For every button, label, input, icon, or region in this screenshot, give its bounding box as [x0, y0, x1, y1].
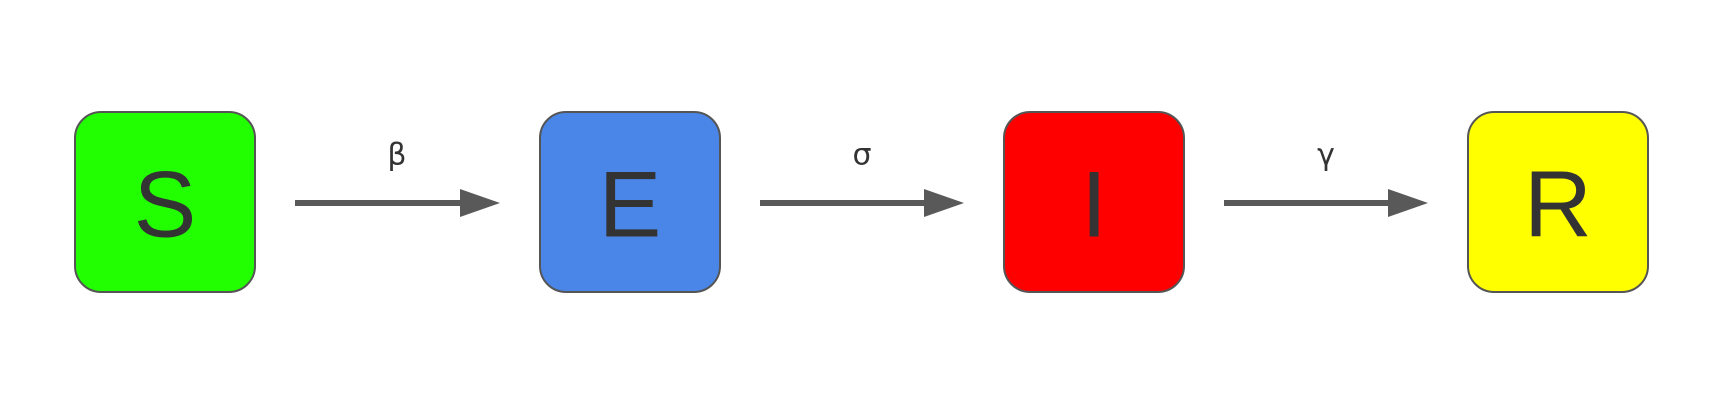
node-e: E — [539, 111, 721, 293]
node-r-box — [1467, 111, 1649, 293]
node-s: S — [74, 111, 256, 293]
node-i-box — [1003, 111, 1185, 293]
edge-s-e-arrowhead — [460, 189, 500, 217]
edge-e-i-label: σ — [852, 138, 871, 173]
edge-e-i-arrowhead — [924, 189, 964, 217]
node-r: R — [1467, 111, 1649, 293]
node-i: I — [1003, 111, 1185, 293]
edge-s-e-label: β — [387, 138, 406, 173]
node-e-box — [539, 111, 721, 293]
edge-s-e: β — [295, 138, 500, 217]
node-s-label: S — [134, 152, 197, 257]
node-s-box — [74, 111, 256, 293]
edge-e-i: σ — [760, 138, 964, 217]
edge-i-r-arrowhead — [1388, 189, 1428, 217]
edge-i-r-label: γ — [1317, 138, 1335, 173]
node-e-label: E — [599, 152, 662, 257]
edge-i-r: γ — [1224, 138, 1428, 217]
node-r-label: R — [1524, 152, 1592, 257]
node-i-label: I — [1081, 152, 1107, 257]
